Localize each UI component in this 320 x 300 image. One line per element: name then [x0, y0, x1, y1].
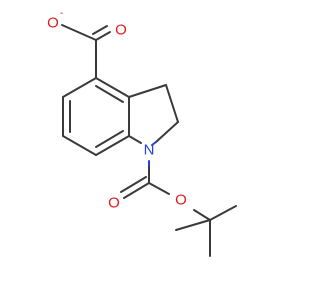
bond-carboxyl-odouble-2 — [92, 25, 108, 35]
boc-group: O O — [108, 160, 237, 257]
bond-ctert-me1 — [209, 205, 237, 221]
bond-oether-ctert — [193, 209, 211, 221]
pyrroline-ring — [128, 84, 179, 146]
carboxylate-o-minus-label: O — [47, 15, 59, 32]
benzene-ring — [62, 77, 130, 156]
bond-carbonyl-oether — [148, 182, 170, 195]
bond-carbonyl-odouble-2 — [120, 176, 147, 193]
bond-carboxyl-odouble-1 — [95, 31, 111, 41]
bond-c4-c5 — [62, 77, 97, 98]
carboxylate-o-double-label: O — [115, 22, 127, 39]
bond-c3-c2 — [165, 84, 179, 123]
bond-c7-c7a — [95, 135, 130, 156]
bond-c7-c7a-inner — [95, 130, 124, 148]
bond-c7a-n — [128, 135, 142, 144]
bond-ctert-me3 — [175, 219, 211, 231]
molecule-drawing: O - O N O O — [47, 8, 237, 257]
bond-c6-c7 — [62, 135, 97, 156]
carbamate-o-ether-label: O — [175, 192, 187, 209]
bond-c3a-c4-inner — [95, 85, 124, 103]
carboxylate-group: O - O — [47, 8, 127, 79]
bond-c2-n — [155, 121, 179, 143]
bond-carbonyl-odouble-1 — [123, 182, 150, 199]
carbamate-o-double-label: O — [108, 195, 120, 212]
bond-c2-n-tip — [151, 141, 157, 146]
structure-diagram: O - O N O O — [47, 8, 237, 257]
ring-nitrogen-label: N — [144, 142, 155, 159]
carboxylate-charge-label: - — [60, 8, 63, 19]
bond-c3a-c4 — [95, 77, 130, 98]
bond-c3a-c3 — [128, 84, 167, 98]
bond-carboxyl-ominus — [61, 24, 97, 41]
